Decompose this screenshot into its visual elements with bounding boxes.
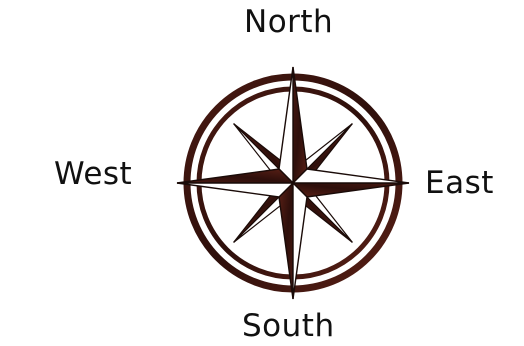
west-label: West <box>54 159 132 190</box>
north-label: North <box>244 7 333 38</box>
south-label: South <box>242 311 335 342</box>
east-label: East <box>425 168 494 199</box>
compass-cardinal-points <box>177 67 409 299</box>
compass-rose-icon <box>172 62 414 304</box>
